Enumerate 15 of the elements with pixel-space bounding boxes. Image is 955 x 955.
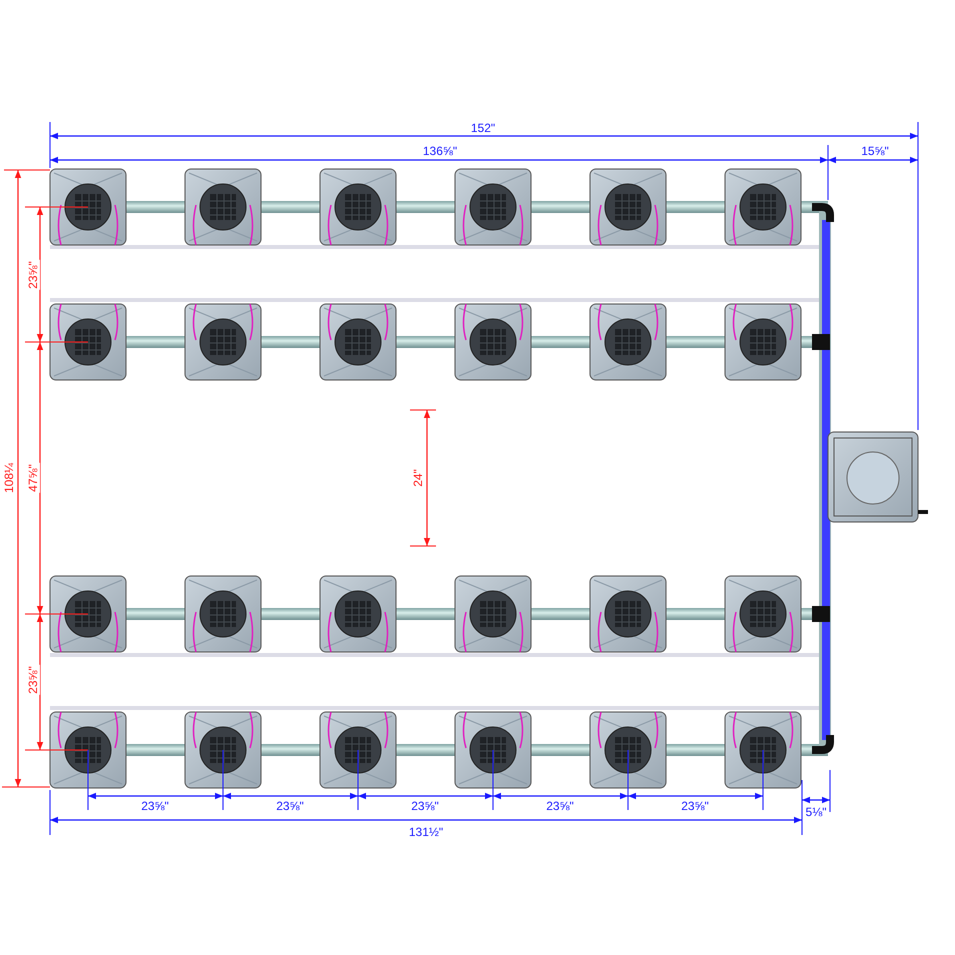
dimension-label: 136⅝" (422, 144, 458, 158)
dimension-label: 24" (411, 468, 425, 488)
dimension-label: 23⅝" (26, 665, 40, 695)
dimension-label: 23⅝" (410, 799, 440, 813)
dimension-label: 15⅝" (860, 144, 890, 158)
dimension-label: 23⅝" (680, 799, 710, 813)
dimension-label: 5⅛" (804, 805, 828, 819)
dimension-label: 23⅝" (275, 799, 305, 813)
dimension-label: 108¼ (2, 462, 16, 494)
dimension-label: 47⅝" (26, 463, 40, 493)
dimension-label: 131½" (408, 825, 444, 839)
dimension-label: 23⅝" (140, 799, 170, 813)
dimension-label: 23⅝" (545, 799, 575, 813)
dimension-label: 152" (470, 121, 496, 135)
dimension-label: 23⅝" (26, 260, 40, 290)
